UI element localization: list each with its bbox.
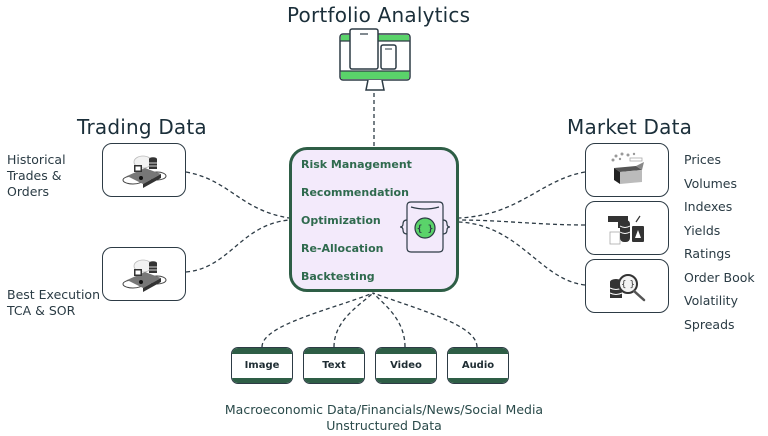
coins-documents-icon (608, 215, 644, 245)
hub-item-risk-management: Risk Management (301, 158, 412, 171)
label-line: Best Execution (7, 287, 100, 302)
coins-magnifier-icon: { } (609, 274, 646, 302)
label-line: TCA & SOR (7, 303, 76, 318)
media-image[interactable]: Image (231, 347, 293, 384)
media-header-bar (448, 348, 508, 354)
market-item-volumes: Volumes (684, 176, 738, 191)
trading-data-heading: Trading Data (77, 115, 207, 139)
media-label: Image (244, 360, 280, 371)
media-label: Audio (461, 360, 495, 371)
media-header-bar (376, 348, 436, 354)
portfolio-analytics-heading: Portfolio Analytics (287, 3, 471, 27)
hub-item-re-allocation: Re-Allocation (301, 242, 384, 255)
connector-prices (458, 171, 586, 219)
open-box-data-icon (611, 152, 644, 184)
code-glyph: { } (417, 225, 433, 235)
connector-historical (185, 171, 290, 219)
hub-item-backtesting: Backtesting (301, 270, 375, 283)
market-item-ratings: Ratings (684, 246, 731, 261)
media-label: Video (390, 360, 422, 371)
unstructured-data-caption: Unstructured Data (326, 418, 442, 433)
code-braces-icon: { } (399, 201, 451, 253)
market-item-spreads: Spreads (684, 317, 735, 332)
media-audio[interactable]: Audio (447, 347, 509, 384)
connector-text (333, 292, 374, 348)
trading-platform-icon (122, 155, 167, 188)
hub-item-optimization: Optimization (301, 214, 381, 227)
media-video[interactable]: Video (375, 347, 437, 384)
media-header-bar (232, 348, 292, 354)
market-item-indexes: Indexes (684, 199, 733, 214)
market-source-order-book[interactable]: { } (585, 259, 669, 313)
market-data-heading: Market Data (567, 115, 693, 139)
market-source-indexes[interactable] (585, 201, 669, 255)
media-header-bar (304, 348, 364, 354)
connector-indexes (458, 219, 586, 226)
connector-best-execution (185, 219, 290, 273)
media-footer-bar (304, 378, 364, 383)
analytics-hub[interactable]: Risk Management Recommendation Optimizat… (289, 147, 459, 292)
media-footer-bar (448, 378, 508, 383)
media-text[interactable]: Text (303, 347, 365, 384)
trading-platform-icon (122, 259, 167, 292)
historical-trades-label: Historical Trades & Orders (7, 152, 66, 200)
label-line: Trades & (7, 168, 62, 183)
label-line: Historical (7, 152, 66, 167)
best-execution-source[interactable] (102, 247, 186, 301)
media-footer-bar (232, 378, 292, 383)
market-source-prices[interactable] (585, 143, 669, 197)
connector-video (372, 292, 406, 348)
monitor-devices-icon (339, 28, 411, 91)
best-execution-label: Best Execution TCA & SOR (7, 287, 100, 319)
unstructured-sources-caption: Macroeconomic Data/Financials/News/Socia… (224, 402, 544, 417)
hub-item-recommendation: Recommendation (301, 186, 409, 199)
connector-image (261, 292, 374, 348)
market-item-volatility: Volatility (684, 293, 738, 308)
market-item-yields: Yields (684, 223, 721, 238)
connector-audio (372, 292, 478, 348)
label-line: Orders (7, 184, 50, 199)
connector-order-book (458, 221, 586, 286)
historical-trades-source[interactable] (102, 143, 186, 197)
media-footer-bar (376, 378, 436, 383)
market-item-order-book: Order Book (684, 270, 755, 285)
media-label: Text (322, 360, 346, 371)
market-item-prices: Prices (684, 152, 722, 167)
svg-text:{ }: { } (621, 280, 635, 290)
